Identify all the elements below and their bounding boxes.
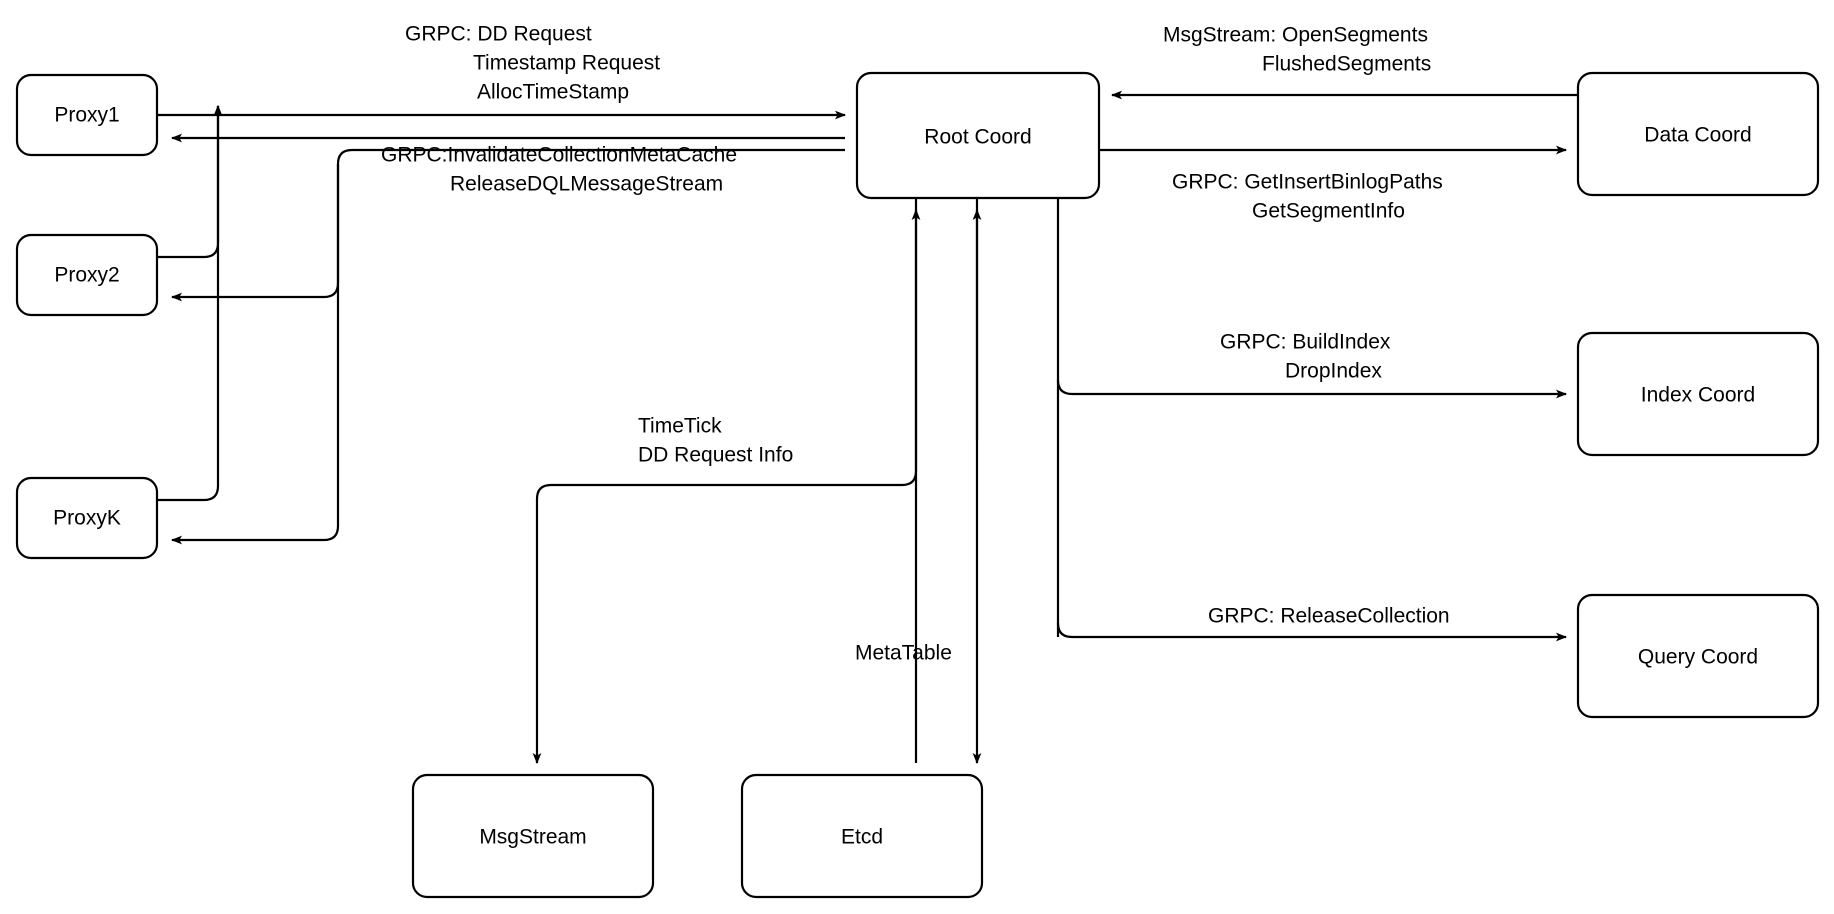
edge-proxy2-to-rootcoord: [157, 105, 223, 259]
node-rootcoord-label: Root Coord: [924, 126, 1031, 149]
node-proxyk-box[interactable]: [15, 476, 159, 560]
edge-label-proxy-to-root-line1: GRPC: DD Request: [405, 22, 592, 45]
node-querycoord-box[interactable]: [1576, 593, 1820, 719]
node-proxyk[interactable]: ProxyK: [15, 476, 159, 560]
nodes-layer: Proxy1 Proxy2 ProxyK Root Coord Data Coo…: [15, 71, 1820, 899]
edge-label-root-to-indexcoord-line1: GRPC: BuildIndex: [1220, 330, 1391, 353]
edge-label-proxy-to-root: GRPC: DD Request Timestamp Request Alloc…: [405, 22, 660, 103]
edge-label-proxy-to-root-line3: AllocTimeStamp: [477, 80, 629, 103]
node-indexcoord-box[interactable]: [1576, 331, 1820, 457]
edge-label-root-to-proxy-line1: GRPC:InvalidateCollectionMetaCache: [381, 143, 737, 166]
edge-label-root-to-indexcoord: GRPC: BuildIndex DropIndex: [1220, 330, 1391, 382]
node-rootcoord-box[interactable]: [855, 71, 1101, 200]
node-proxy1-label: Proxy1: [54, 104, 119, 127]
edge-rootcoord-to-querycoord: [1056, 622, 1567, 642]
node-proxy2[interactable]: Proxy2: [15, 233, 159, 317]
edge-label-root-to-proxy-line2: ReleaseDQLMessageStream: [450, 172, 723, 195]
edge-label-root-to-msgstream: TimeTick DD Request Info: [638, 414, 793, 466]
edge-rootcoord-to-proxyk: [171, 164, 340, 545]
node-indexcoord-label: Index Coord: [1641, 384, 1755, 407]
node-proxy2-box[interactable]: [15, 233, 159, 317]
node-etcd[interactable]: Etcd: [740, 773, 984, 899]
node-datacoord[interactable]: Data Coord: [1576, 71, 1820, 197]
node-etcd-label: Etcd: [841, 826, 883, 849]
node-querycoord[interactable]: Query Coord: [1576, 593, 1820, 719]
edge-label-root-to-datacoord: GRPC: GetInsertBinlogPaths GetSegmentInf…: [1172, 170, 1443, 222]
edge-proxyk-to-rootcoord: [157, 105, 223, 502]
node-datacoord-box[interactable]: [1576, 71, 1820, 197]
node-etcd-box[interactable]: [740, 773, 984, 899]
node-proxyk-label: ProxyK: [53, 507, 121, 530]
edge-label-root-to-indexcoord-line2: DropIndex: [1285, 359, 1382, 382]
node-querycoord-label: Query Coord: [1638, 646, 1758, 669]
node-msgstream-box[interactable]: [411, 773, 655, 899]
edge-label-root-to-msgstream-line2: DD Request Info: [638, 443, 793, 466]
edge-label-root-to-proxy: GRPC:InvalidateCollectionMetaCache Relea…: [381, 143, 737, 195]
edge-label-datacoord-to-root-line2: FlushedSegments: [1262, 52, 1431, 75]
edge-rootcoord-to-indexcoord: [1056, 379, 1567, 399]
node-msgstream-label: MsgStream: [479, 826, 586, 849]
node-proxy1-box[interactable]: [15, 73, 159, 157]
edge-label-root-to-etcd-line1: MetaTable: [855, 641, 952, 664]
node-proxy2-label: Proxy2: [54, 264, 119, 287]
edge-label-proxy-to-root-line2: Timestamp Request: [473, 51, 660, 74]
node-msgstream[interactable]: MsgStream: [411, 773, 655, 899]
edge-label-root-to-datacoord-line1: GRPC: GetInsertBinlogPaths: [1172, 170, 1443, 193]
edge-label-root-to-datacoord-line2: GetSegmentInfo: [1252, 199, 1405, 222]
edge-label-root-to-msgstream-line1: TimeTick: [638, 414, 722, 437]
edge-rootcoord-to-msgstream: [532, 198, 918, 764]
node-proxy1[interactable]: Proxy1: [15, 73, 159, 157]
node-rootcoord[interactable]: Root Coord: [855, 71, 1101, 200]
edge-label-root-to-querycoord: GRPC: ReleaseCollection: [1208, 604, 1450, 627]
node-datacoord-label: Data Coord: [1644, 124, 1751, 147]
edge-label-root-to-etcd: MetaTable: [855, 641, 952, 664]
edge-label-datacoord-to-root: MsgStream: OpenSegments FlushedSegments: [1163, 23, 1431, 75]
edge-labels-layer: GRPC: DD Request Timestamp Request Alloc…: [381, 22, 1450, 664]
edge-label-root-to-querycoord-line1: GRPC: ReleaseCollection: [1208, 604, 1450, 627]
node-indexcoord[interactable]: Index Coord: [1576, 331, 1820, 457]
edges-layer: [157, 90, 1578, 764]
edge-label-datacoord-to-root-line1: MsgStream: OpenSegments: [1163, 23, 1428, 46]
